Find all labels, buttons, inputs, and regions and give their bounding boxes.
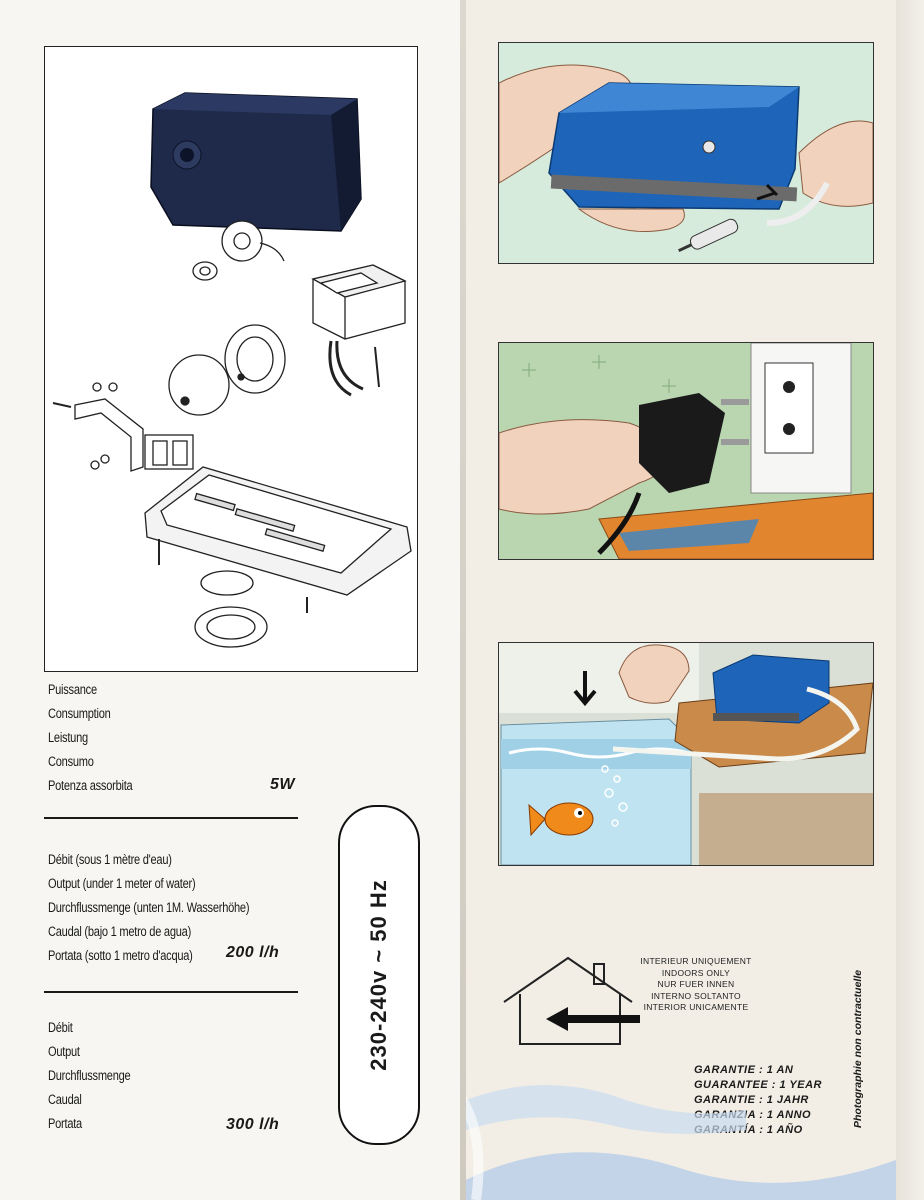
plug-in-illustration bbox=[499, 343, 873, 559]
output-300-value: 300 l/h bbox=[226, 1116, 280, 1133]
spec-label: Output (under 1 meter of water) bbox=[48, 876, 196, 891]
spec-label: Durchflussmenge (unten 1M. Wasserhöhe) bbox=[48, 900, 250, 915]
base-plate bbox=[144, 466, 412, 613]
spec-label: Potenza assorbita bbox=[48, 778, 133, 793]
indoors-line: INDOORS ONLY bbox=[661, 967, 731, 978]
rubber-feet bbox=[194, 570, 268, 648]
spec-label: Débit (sous 1 mètre d'eau) bbox=[48, 852, 172, 867]
left-panel: Puissance Consumption Leistung Consumo P… bbox=[0, 0, 460, 1200]
valve-assembly bbox=[192, 220, 285, 281]
mounting-bracket bbox=[52, 382, 194, 472]
output-200-labels: Débit (sous 1 mètre d'eau) Output (under… bbox=[48, 848, 250, 968]
indoors-line: INTERIEUR UNIQUEMENT bbox=[640, 956, 752, 966]
step-aquarium bbox=[498, 642, 874, 866]
electromagnet bbox=[311, 264, 407, 397]
spec-label: Consumption bbox=[48, 706, 111, 721]
spec-label: Portata bbox=[48, 1116, 82, 1131]
wave-decoration bbox=[466, 1085, 896, 1200]
voltage-badge: 230-240v ~ 50 Hz bbox=[338, 805, 420, 1145]
page-fold bbox=[460, 0, 466, 1200]
step-plug-in bbox=[498, 342, 874, 560]
spec-label: Output bbox=[48, 1044, 80, 1059]
guarantee-line: GARANTIE : 1 AN bbox=[694, 1064, 794, 1076]
power-labels: Puissance Consumption Leistung Consumo P… bbox=[48, 678, 133, 798]
arrow-left-icon bbox=[546, 1005, 642, 1033]
spec-label: Durchflussmenge bbox=[48, 1068, 131, 1083]
guarantee-line: GUARANTEE : 1 YEAR bbox=[694, 1079, 822, 1091]
indoors-line: INTERNO SOLTANTO bbox=[651, 990, 741, 1001]
exploded-parts-illustration bbox=[52, 92, 412, 648]
guarantee-line: GARANTIE : 1 JAHR bbox=[694, 1094, 809, 1106]
indoors-line: INTERIOR UNICAMENTE bbox=[643, 1002, 749, 1012]
output-300-labels: Débit Output Durchflussmenge Caudal Port… bbox=[48, 1016, 131, 1136]
right-panel: INTERIEUR UNIQUEMENT INDOORS ONLY NUR FU… bbox=[466, 0, 896, 1200]
diaphragm-disks bbox=[168, 324, 286, 416]
spec-label: Consumo bbox=[48, 754, 94, 769]
power-value: 5W bbox=[270, 776, 295, 793]
indoors-text: INTERIEUR UNIQUEMENT INDOORS ONLY NUR FU… bbox=[626, 956, 766, 1014]
spec-label: Leistung bbox=[48, 730, 88, 745]
spec-label: Débit bbox=[48, 1020, 73, 1035]
divider bbox=[44, 991, 298, 993]
step-connect-tube bbox=[498, 42, 874, 264]
pump-housing bbox=[150, 92, 362, 232]
indoors-line: NUR FUER INNEN bbox=[657, 979, 735, 989]
exploded-diagram bbox=[44, 46, 418, 672]
divider bbox=[44, 817, 298, 819]
connect-tube-illustration bbox=[499, 43, 873, 263]
spec-label: Caudal (bajo 1 metro de agua) bbox=[48, 924, 192, 939]
spec-label: Caudal bbox=[48, 1092, 82, 1107]
spec-label: Puissance bbox=[48, 682, 97, 697]
aquarium-illustration bbox=[499, 643, 873, 865]
output-200-value: 200 l/h bbox=[226, 944, 280, 961]
voltage-label: 230-240v ~ 50 Hz bbox=[366, 879, 391, 1071]
page-edge bbox=[896, 0, 924, 1200]
spec-label: Portata (sotto 1 metro d'acqua) bbox=[48, 948, 193, 963]
